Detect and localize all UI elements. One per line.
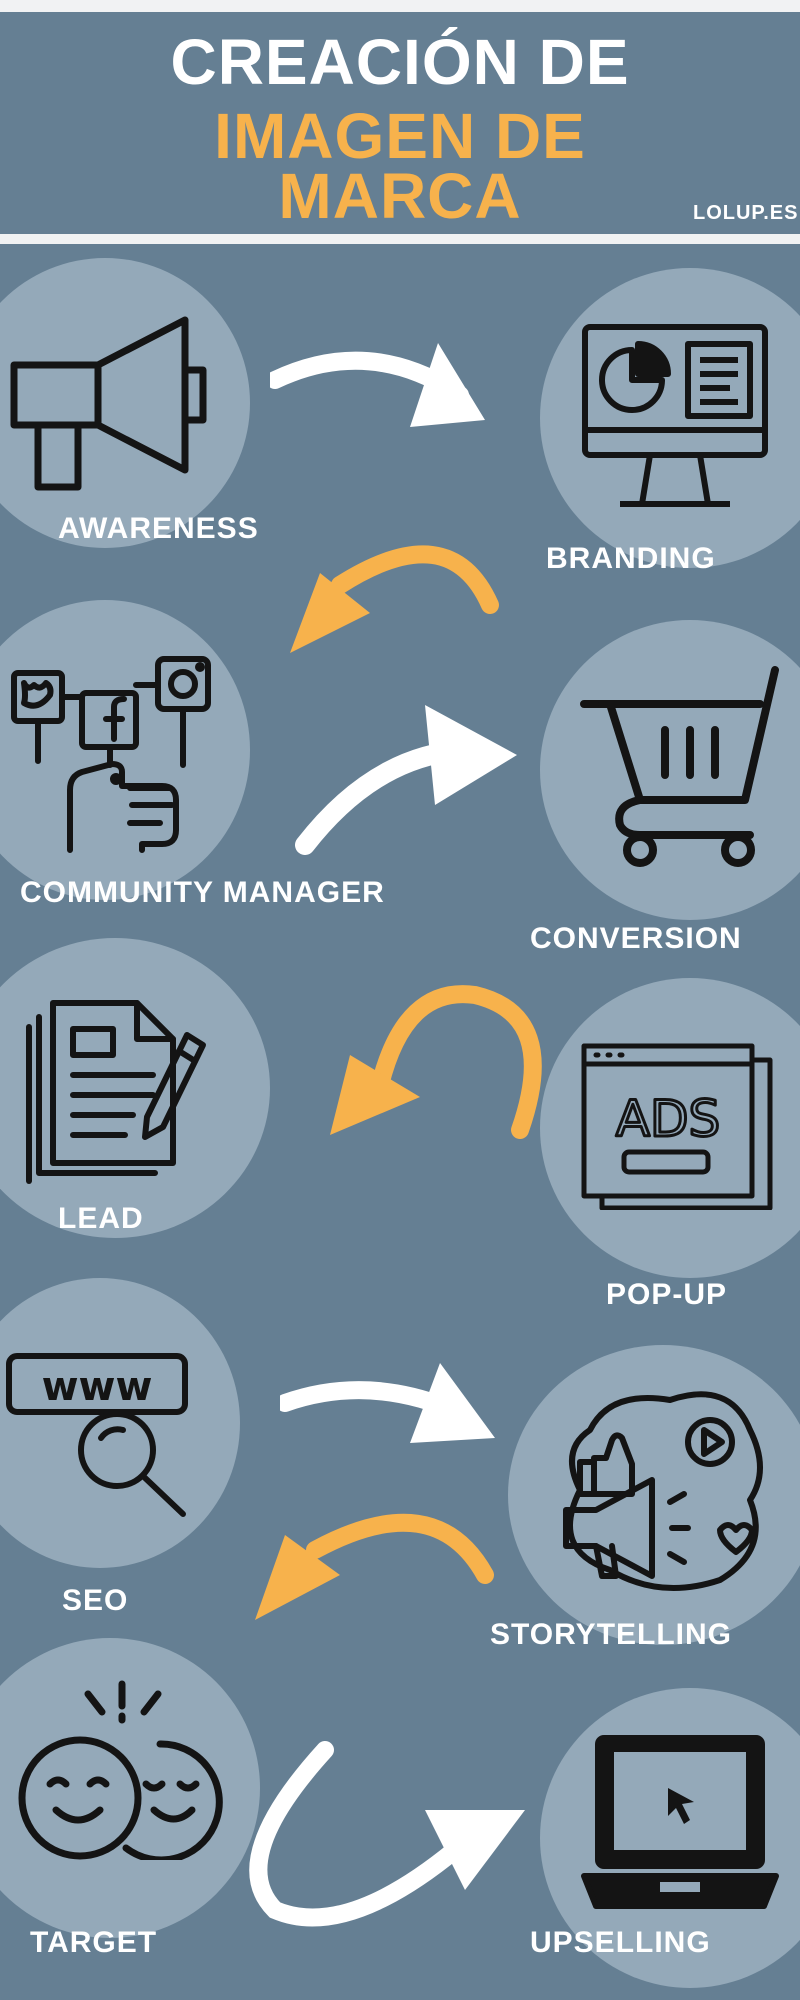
seo-circle bbox=[0, 1278, 240, 1568]
step-label-storytelling: STORYTELLING bbox=[490, 1618, 733, 1651]
arrow-branding-to-community bbox=[290, 545, 499, 653]
arrow-community-to-conversion bbox=[295, 705, 517, 855]
arrow-conversion-to-lead bbox=[330, 985, 542, 1139]
smiley-faces-icon bbox=[18, 1680, 223, 1860]
arrow-awareness-to-branding bbox=[270, 343, 485, 427]
arrow-storytelling-to-seo bbox=[255, 1513, 494, 1620]
header-separator bbox=[0, 234, 800, 244]
laptop-cursor-icon bbox=[581, 1735, 779, 1909]
step-label-community-manager: COMMUNITY MANAGER bbox=[20, 876, 385, 909]
svg-text:ADS: ADS bbox=[616, 1090, 720, 1148]
arrow-seo-to-storytelling bbox=[280, 1363, 495, 1443]
arrow-target-to-upselling bbox=[249, 1741, 525, 1927]
megaphone-icon bbox=[10, 316, 207, 491]
step-label-upselling: UPSELLING bbox=[530, 1926, 711, 1959]
lead-circle bbox=[0, 938, 270, 1238]
step-label-awareness: AWARENESS bbox=[58, 512, 259, 545]
step-label-pop-up: POP-UP bbox=[606, 1278, 728, 1311]
awareness-circle bbox=[0, 258, 250, 548]
step-label-conversion: CONVERSION bbox=[530, 922, 742, 955]
title-line-3: MARCA bbox=[278, 160, 522, 232]
ads-window-icon: ADS bbox=[581, 1043, 773, 1210]
step-label-seo: SEO bbox=[62, 1584, 129, 1617]
monitor-chart-icon bbox=[582, 324, 768, 507]
step-label-target: TARGET bbox=[30, 1926, 158, 1959]
megaphone-bubble-icon bbox=[563, 1391, 763, 1591]
shopping-cart-icon bbox=[580, 666, 779, 867]
document-pen-icon bbox=[26, 1000, 206, 1184]
top-band bbox=[0, 0, 800, 12]
site-name: LOLUP.ES bbox=[693, 202, 799, 224]
social-media-hand-icon bbox=[11, 656, 211, 853]
step-label-branding: BRANDING bbox=[546, 542, 716, 575]
conversion-circle bbox=[540, 620, 800, 920]
title-line-1: CREACIÓN DE bbox=[170, 26, 630, 98]
step-label-lead: LEAD bbox=[58, 1202, 144, 1235]
title-line-2: IMAGEN DE bbox=[214, 100, 586, 172]
www-search-icon: www bbox=[6, 1353, 188, 1517]
svg-text:www: www bbox=[42, 1364, 153, 1410]
